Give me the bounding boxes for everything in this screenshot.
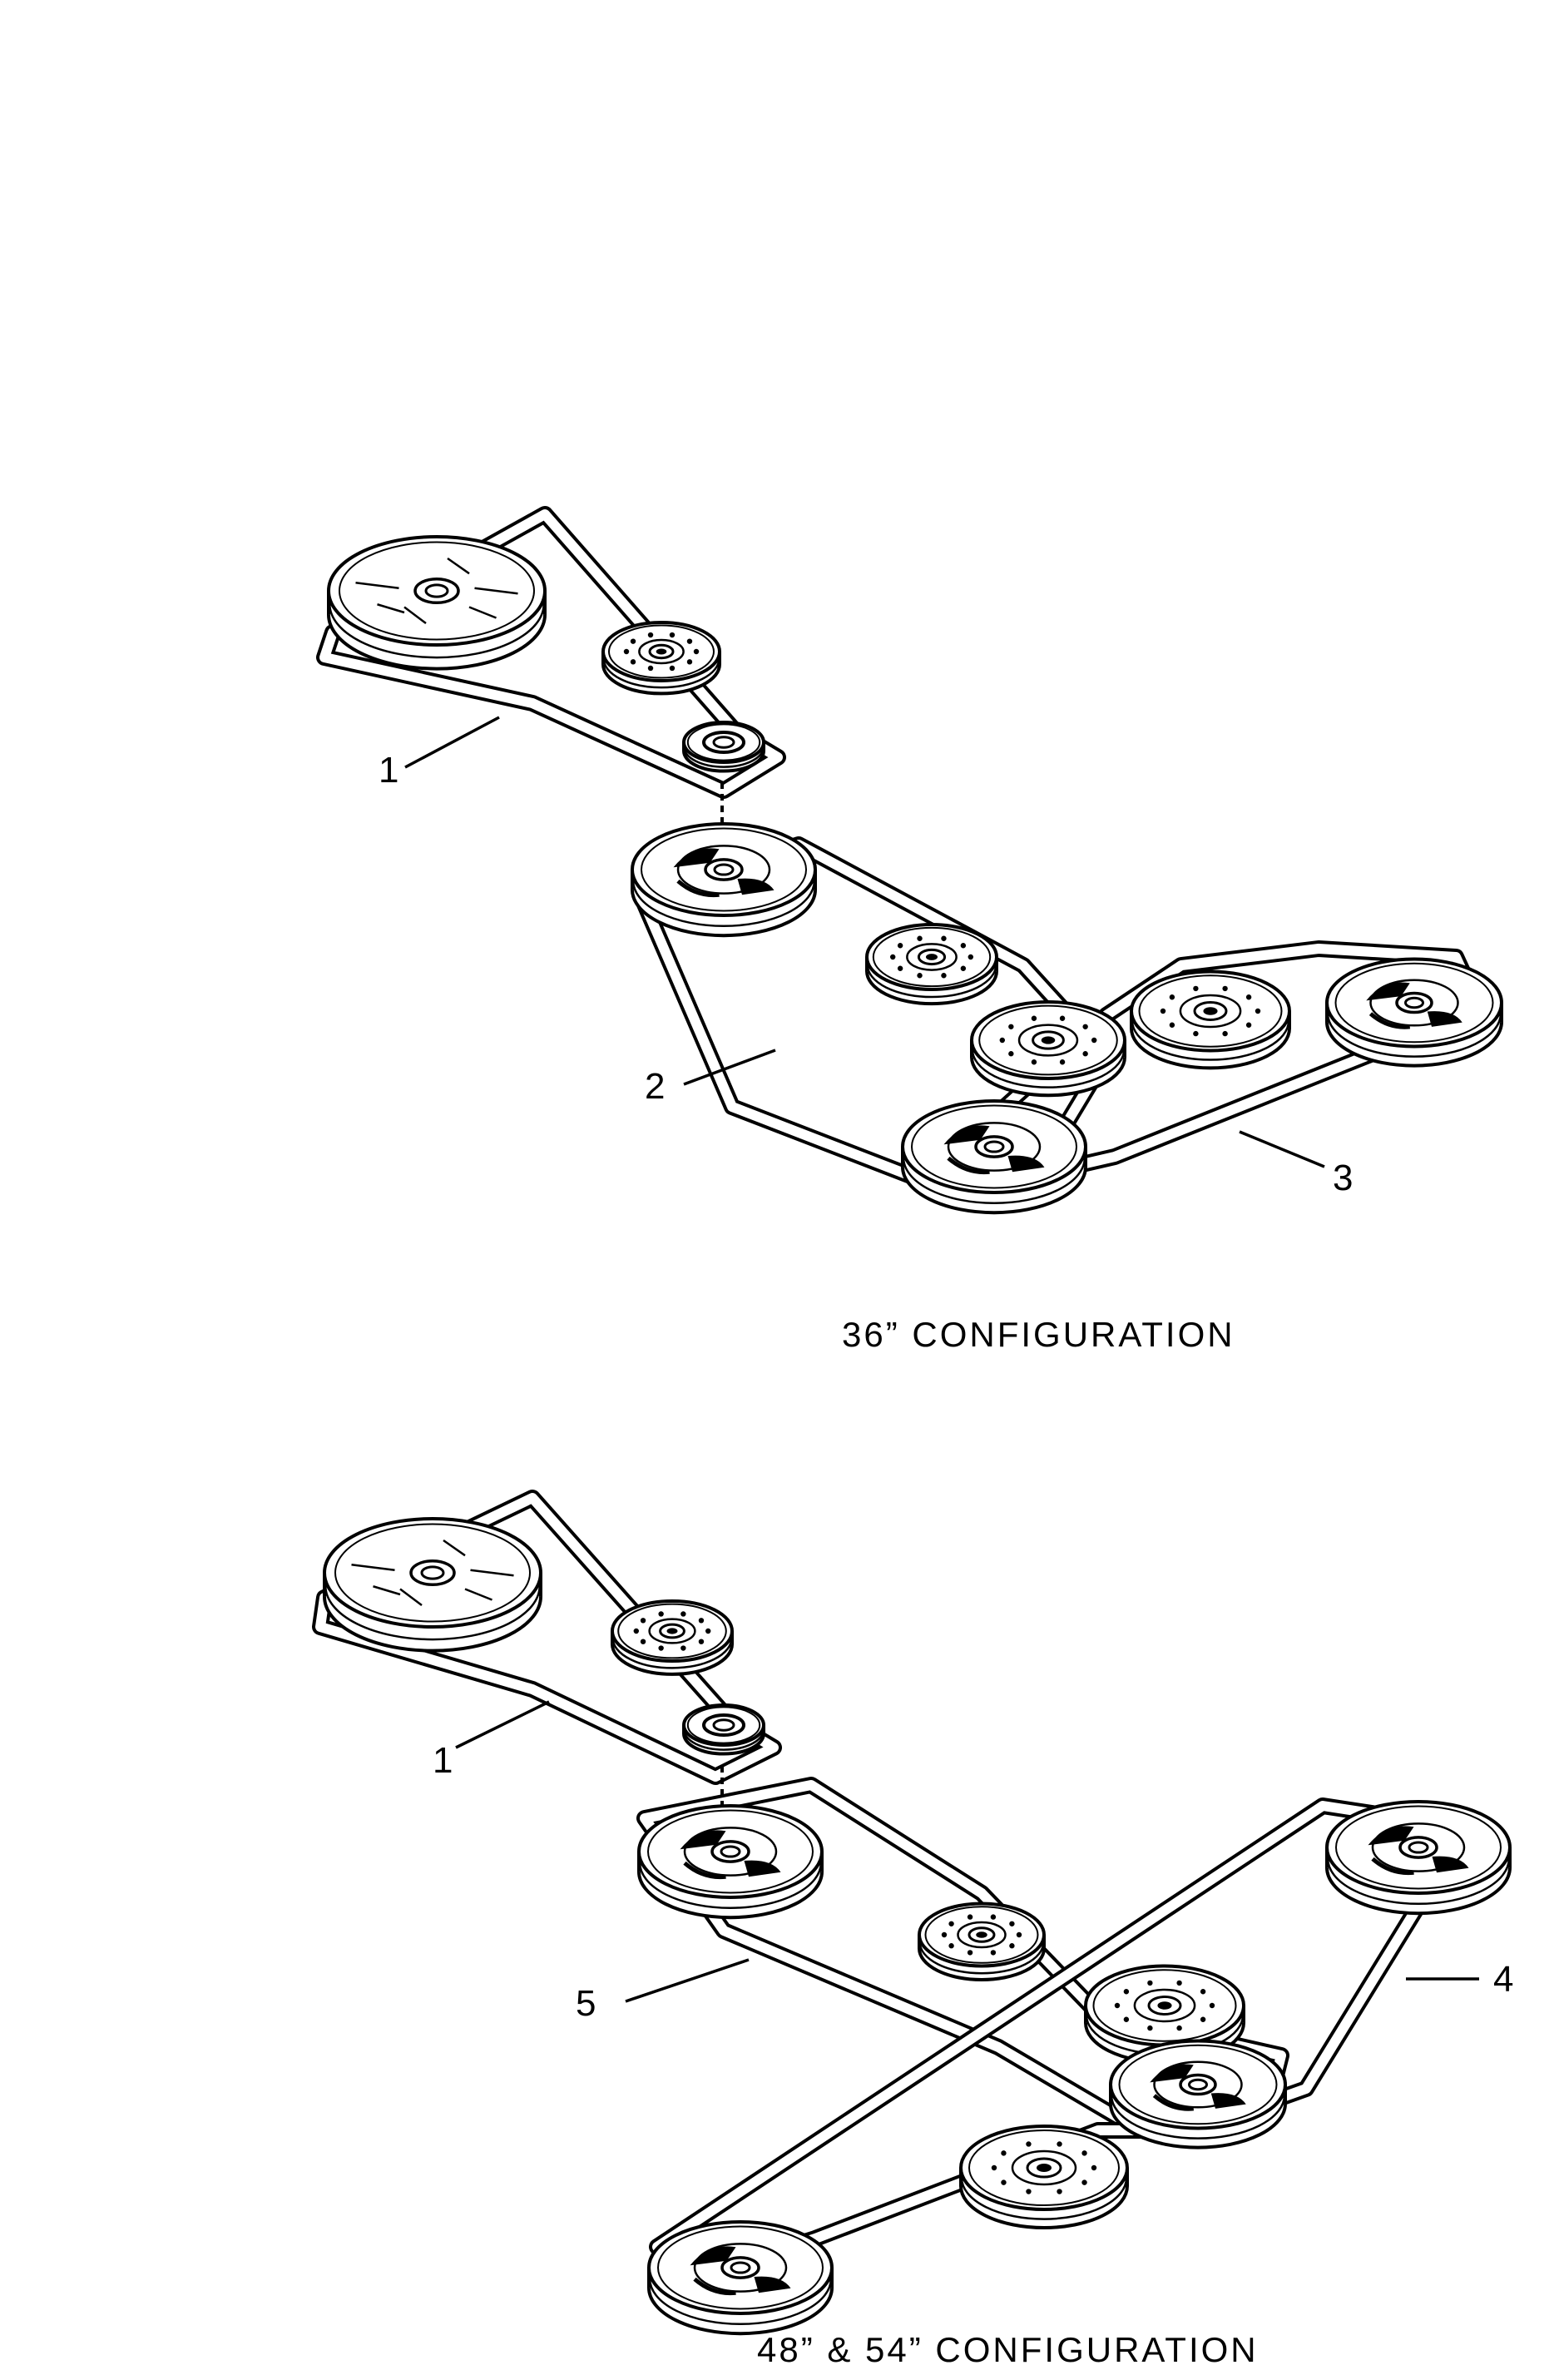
spindle-pulley-right (1325, 957, 1503, 1068)
clutch-pulley (637, 1804, 824, 1920)
pulleys (323, 1517, 1512, 2336)
idler-pulley (959, 2125, 1129, 2229)
callout-4: 4 (1493, 1959, 1513, 2000)
callout-2: 2 (645, 1066, 665, 1107)
idler-pulley (918, 1902, 1046, 1981)
callout-3: 3 (1333, 1158, 1353, 1198)
figure-36-configuration: 1 2 3 36” CONFIGURATION (316, 506, 1503, 1354)
callout-leader-1 (455, 1700, 550, 1749)
spindle-pulley-left (647, 2220, 834, 2336)
caption-48-54-configuration: 48” & 54” CONFIGURATION (757, 2330, 1259, 2369)
callout-leader-1 (404, 716, 500, 769)
belt-1 (312, 1490, 782, 1785)
figure-48-54-configuration: 1 5 4 48” & 54” CONFIGURATION (312, 1490, 1513, 2369)
callout-leader-5 (625, 1958, 750, 2003)
idler-pulley (601, 621, 721, 696)
small-drive-pulley (682, 1703, 765, 1756)
spindle-pulley-left (901, 1099, 1087, 1215)
idler-pulley (865, 923, 998, 1006)
belt-1 (316, 506, 786, 799)
idler-pulley (611, 1599, 734, 1676)
callout-leader-3 (1239, 1130, 1325, 1168)
small-drive-pulley (682, 721, 765, 773)
pulleys (327, 535, 1503, 1215)
idler-pulley (1130, 969, 1291, 1070)
callout-leader-2 (683, 1049, 776, 1086)
spindle-pulley-center (1109, 2039, 1287, 2149)
callout-1: 1 (379, 750, 398, 791)
caption-36-configuration: 36” CONFIGURATION (842, 1315, 1235, 1354)
idler-pulley (970, 1000, 1126, 1098)
callout-5: 5 (576, 1983, 596, 2024)
engine-pulley (323, 1517, 542, 1653)
clutch-pulley (631, 822, 817, 938)
callout-1: 1 (433, 1740, 453, 1781)
engine-pulley (327, 535, 547, 671)
spindle-pulley-right (1325, 1800, 1512, 1916)
